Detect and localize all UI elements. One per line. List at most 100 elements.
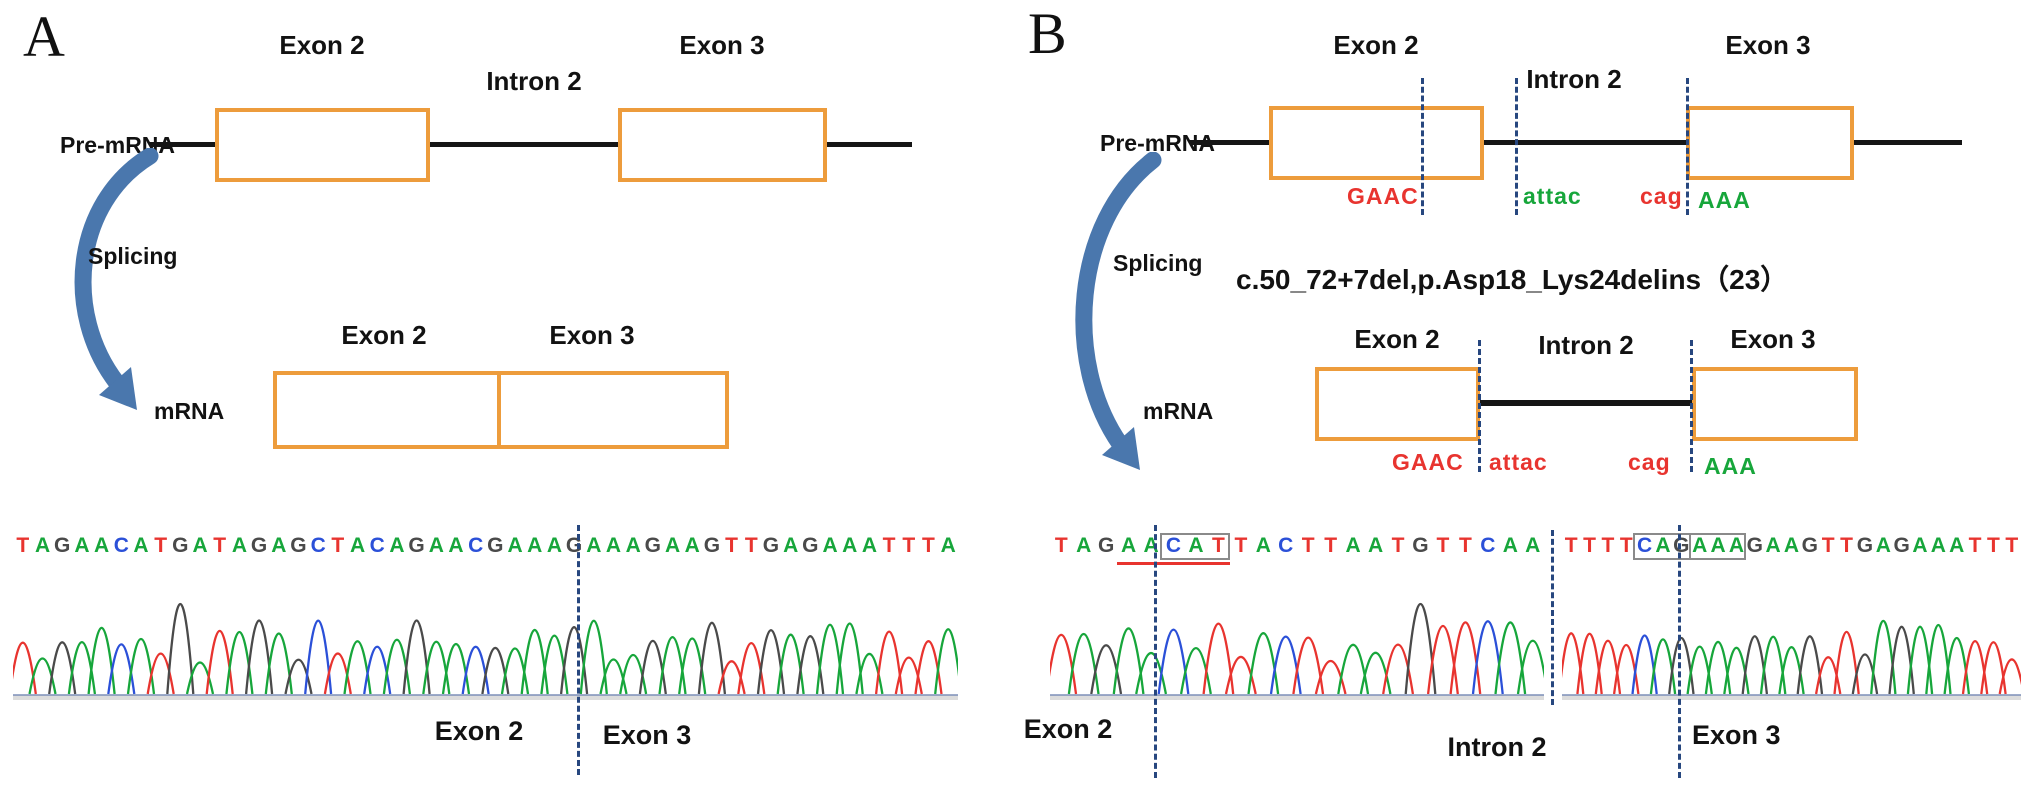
panel-b-exon2-top-label: Exon 2	[1333, 30, 1419, 60]
panel-a-splicing-label: Splicing	[88, 243, 178, 269]
panel-a-exon3-top-label: Exon 3	[679, 30, 765, 60]
panel-b-mrna-exon3-box	[1692, 367, 1858, 441]
sequence-base: A	[428, 534, 444, 557]
panel-b-premrna-deletion-dashed-line-2	[1515, 78, 1518, 215]
sequence-base: T	[1458, 534, 1472, 557]
sequence-base: G	[1856, 534, 1874, 557]
sequence-base: A	[684, 534, 700, 557]
sequence-base: A	[231, 534, 247, 557]
panel-a-chromatogram-exon3-label: Exon 3	[602, 720, 692, 750]
sequence-base: T	[1234, 534, 1248, 557]
sequence-base: A	[1710, 534, 1726, 557]
sequence-base: A	[842, 534, 858, 557]
chromatogram-trace	[13, 602, 958, 700]
panel-b-premrna-deletion-dashed-line-1	[1421, 78, 1424, 215]
panel-a-exon3-box	[618, 108, 827, 182]
panel-b-premrna-line	[1190, 140, 1962, 145]
panel-a-mrna-exon-junction	[497, 371, 501, 449]
sequence-base: A	[271, 534, 287, 557]
panel-a-exon2-top-label: Exon 2	[279, 30, 365, 60]
sequence-base: G	[408, 534, 425, 557]
sequence-highlight-box	[1688, 533, 1746, 560]
sequence-base: A	[940, 534, 956, 557]
panel-b-mrna-exon2-box	[1315, 367, 1480, 441]
panel-b-premrna-motif-attac: attac	[1523, 183, 1582, 209]
sequence-base: A	[1367, 534, 1384, 557]
panel-b-premrna-motif-gaac: GAAC	[1347, 183, 1419, 209]
sequence-base: A	[1525, 534, 1541, 557]
sequence-base: T	[725, 534, 738, 557]
sequence-base: T	[1619, 534, 1633, 557]
sequence-base: A	[192, 534, 208, 557]
panel-b-chromatogram-exon2-label: Exon 2	[1023, 714, 1113, 744]
sequence-base: G	[1893, 534, 1910, 557]
sequence-base: A	[1765, 534, 1781, 557]
sequence-base: A	[389, 534, 405, 557]
sequence-base: A	[349, 534, 366, 557]
sequence-base: A	[74, 534, 90, 557]
sequence-base: A	[664, 534, 681, 557]
panel-a-intron2-top-label: Intron 2	[486, 66, 582, 96]
sequence-base: G	[1097, 534, 1115, 557]
sequence-base: A	[586, 534, 602, 557]
sequence-base: A	[1345, 534, 1361, 557]
sequence-base: A	[527, 534, 543, 557]
sequence-base: A	[1143, 534, 1159, 557]
sequence-base: T	[154, 534, 168, 557]
panel-a-premrna-line	[150, 142, 912, 147]
sequence-base: A	[1728, 534, 1744, 557]
sequence-base: A	[448, 534, 464, 557]
sequence-highlight-box	[1633, 533, 1691, 560]
panel-a-exon-boundary-dashed-line	[577, 525, 580, 775]
chromatogram-trace	[1050, 602, 1544, 700]
sequence-base: C	[1480, 534, 1496, 557]
panel-b-intron2-top-label: Intron 2	[1526, 64, 1622, 94]
panel-a-mrna-box	[273, 371, 729, 449]
panel-a-exon2-box	[215, 108, 430, 182]
sequence-base: T	[1301, 534, 1315, 557]
panel-b-chromatogram-exon2-intron-dashed-line	[1154, 525, 1157, 778]
sequence-base: T	[744, 534, 758, 557]
sequence-base: G	[762, 534, 780, 557]
sequence-base: T	[882, 534, 896, 557]
sequence-base: T	[331, 534, 345, 557]
sequence-base: T	[1324, 534, 1338, 557]
sequence-highlight-box	[1160, 533, 1230, 560]
sequence-base: A	[1930, 534, 1946, 557]
sequence-underline	[1117, 562, 1230, 565]
sequence-base: C	[1165, 534, 1182, 557]
sequence-base: G	[1412, 534, 1429, 557]
panel-b-mrna-motif-attac: attac	[1489, 449, 1548, 475]
sequence-base: G	[290, 534, 307, 557]
sequence-base: G	[1801, 534, 1819, 557]
panel-a-mrna-label: mRNA	[154, 398, 225, 424]
sequence-base: G	[54, 534, 71, 557]
sequence-base: T	[16, 534, 30, 557]
panel-b-mrna-exon3-label: Exon 3	[1730, 324, 1816, 354]
sequence-base: G	[172, 534, 189, 557]
sequence-base: A	[605, 534, 622, 557]
sequence-base: A	[1255, 534, 1271, 557]
panel-b-letter: B	[1028, 1, 1067, 66]
sequence-base: T	[2005, 534, 2019, 557]
panel-b-mrna-label: mRNA	[1143, 398, 1214, 424]
panel-b-retained-intron-line	[1480, 400, 1692, 406]
sequence-base: C	[369, 534, 385, 557]
sequence-base: A	[1912, 534, 1928, 557]
panel-b-premrna-deletion-dashed-line-3	[1686, 78, 1689, 215]
panel-b-premrna-motif-aaa: AAA	[1698, 187, 1751, 213]
sequence-base: T	[1583, 534, 1596, 557]
panel-b-chromatogram-exon3-label: Exon 3	[1692, 720, 1781, 750]
panel-b-mrna-intron2-label: Intron 2	[1538, 330, 1634, 360]
sequence-base: G	[1746, 534, 1763, 557]
sequence-base: A	[783, 534, 799, 557]
sequence-base: A	[133, 534, 149, 557]
sequence-base: T	[1564, 534, 1578, 557]
panel-b-exon2-box	[1269, 106, 1484, 180]
sequence-base: T	[1987, 534, 2000, 557]
sequence-base: C	[113, 534, 129, 557]
sequence-base: T	[1840, 534, 1853, 557]
